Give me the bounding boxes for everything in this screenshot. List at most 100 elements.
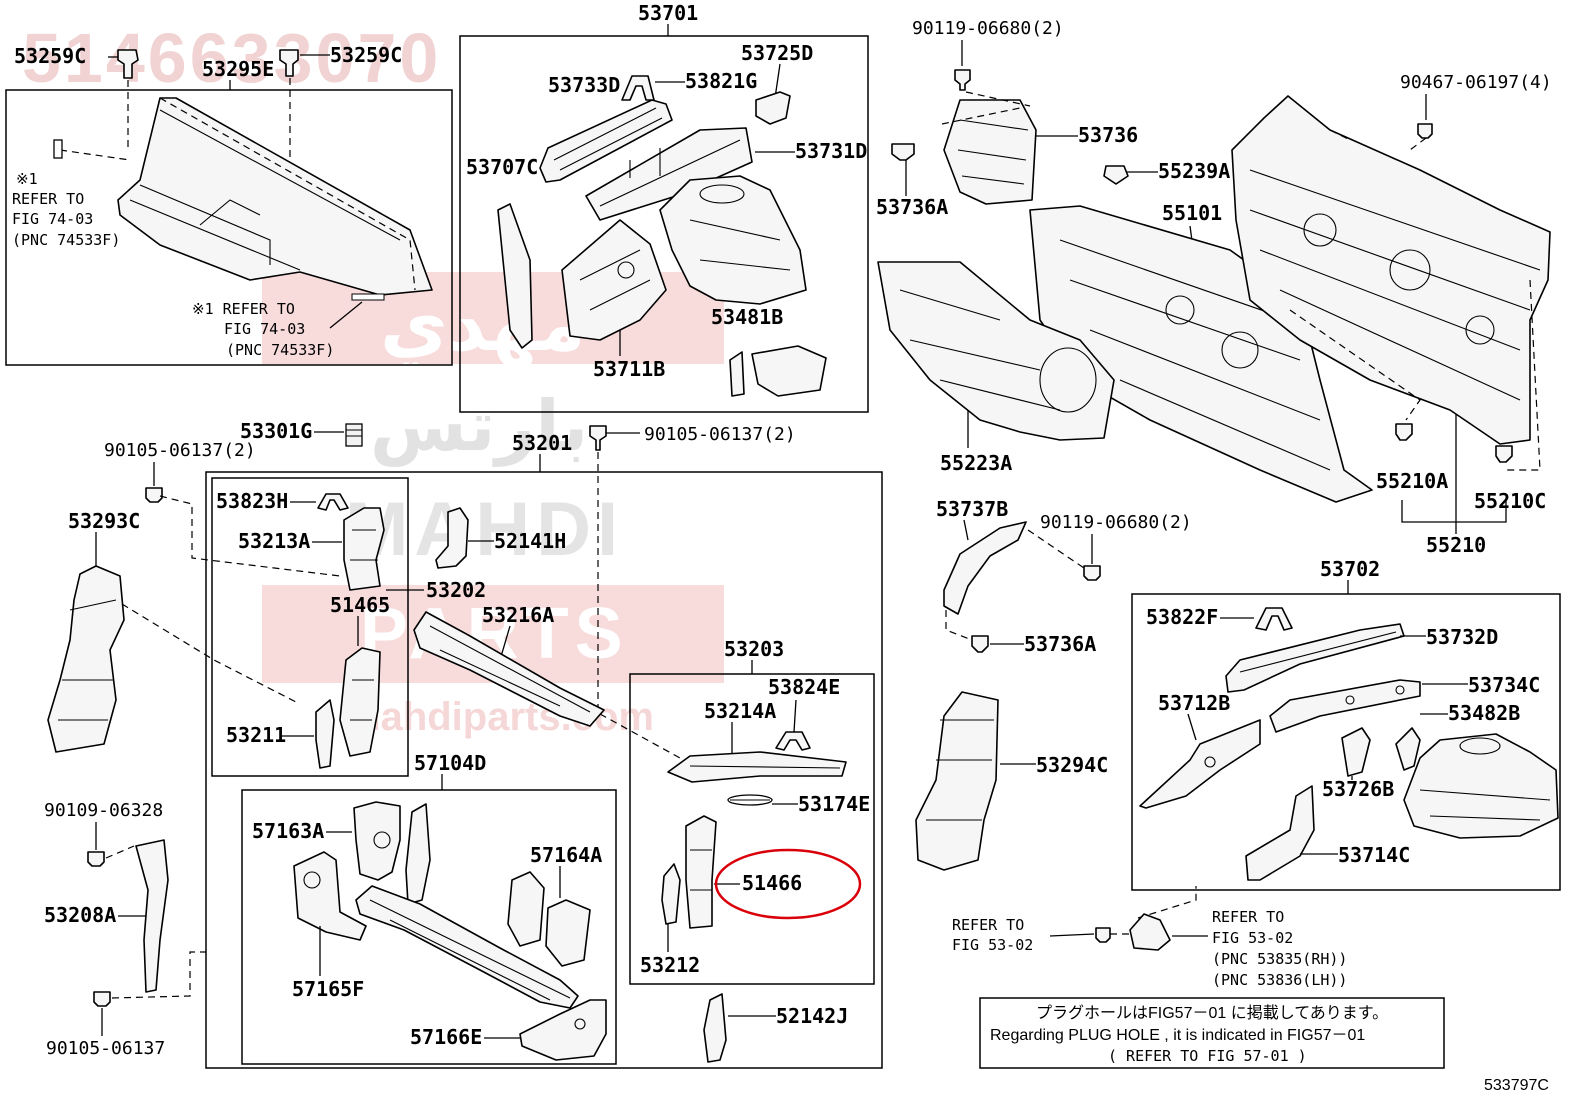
label-55210: 55210 bbox=[1426, 533, 1486, 557]
part-bracket-53212 bbox=[661, 863, 681, 925]
clip-53259c-left bbox=[117, 49, 139, 79]
part-bracket-53707c bbox=[497, 203, 533, 349]
part-bracket-53725d bbox=[755, 91, 791, 125]
group-box-57104d bbox=[241, 789, 617, 1065]
label-53293c: 53293C bbox=[68, 509, 140, 533]
label-55210c: 55210C bbox=[1474, 489, 1546, 513]
label-55223a: 55223A bbox=[940, 451, 1012, 475]
clip-55210c bbox=[1495, 445, 1513, 463]
bolt-90105-top bbox=[589, 425, 607, 451]
label-55101: 55101 bbox=[1162, 201, 1222, 225]
label-53482b: 53482B bbox=[1448, 701, 1520, 725]
bolt-90119-mid bbox=[1083, 565, 1101, 581]
label-53822f: 53822F bbox=[1146, 605, 1218, 629]
part-bracket-57166e bbox=[519, 999, 607, 1061]
ref4-line1: REFER TO bbox=[1212, 908, 1284, 926]
bracket-53823h bbox=[317, 493, 349, 511]
label-53823h: 53823H bbox=[216, 489, 288, 513]
label-53702: 53702 bbox=[1320, 557, 1380, 581]
label-53212: 53212 bbox=[640, 953, 700, 977]
watermark-brand-en1: MAHDI bbox=[345, 487, 624, 572]
part-insulator-55223a bbox=[877, 261, 1115, 441]
bracket-53482b bbox=[1395, 727, 1421, 771]
part-upper-rail-53733d bbox=[539, 99, 673, 183]
label-53732d: 53732D bbox=[1426, 625, 1498, 649]
label-53725d: 53725D bbox=[741, 41, 813, 65]
label-57104d: 57104D bbox=[414, 751, 486, 775]
note-line-ref: ( REFER TO FIG 57-01 ) bbox=[1108, 1047, 1307, 1065]
label-53736: 53736 bbox=[1078, 123, 1138, 147]
label-53707c: 53707C bbox=[466, 155, 538, 179]
bolt-53-02 bbox=[1095, 927, 1111, 943]
ref2-line1: ※1 REFER TO bbox=[192, 300, 295, 318]
bolt-90109 bbox=[87, 851, 105, 867]
part-bracket-53481b bbox=[729, 345, 827, 397]
watermark-site: mahdiparts.com bbox=[345, 695, 654, 739]
bracket-53822f bbox=[1255, 607, 1293, 631]
group-box-53701 bbox=[459, 35, 869, 413]
note-box bbox=[979, 997, 1445, 1069]
part-bracket-57165f bbox=[293, 851, 367, 941]
label-53726b: 53726B bbox=[1322, 777, 1394, 801]
label-53731d: 53731D bbox=[795, 139, 867, 163]
label-53734c: 53734C bbox=[1468, 673, 1540, 697]
clip-53259c-right bbox=[279, 49, 299, 77]
label-51466: 51466 bbox=[742, 871, 802, 895]
ref3-line2: FIG 53-02 bbox=[952, 936, 1033, 954]
label-57163a: 57163A bbox=[252, 819, 324, 843]
part-bracket-53835 bbox=[1129, 913, 1171, 951]
part-wheelhouse-53702 bbox=[1403, 733, 1559, 839]
label-53736a-top: 53736A bbox=[876, 195, 948, 219]
clip-55239a bbox=[1103, 165, 1129, 185]
label-53733d: 53733D bbox=[548, 73, 620, 97]
part-support-53213a bbox=[343, 507, 385, 591]
label-90119-top: 90119-06680(2) bbox=[912, 18, 1064, 39]
label-53712b: 53712B bbox=[1158, 691, 1230, 715]
ref1-line4: (PNC 74533F) bbox=[12, 231, 120, 249]
part-rail-53734c bbox=[1269, 679, 1421, 733]
part-bracket-52141h bbox=[435, 507, 469, 569]
part-bracket-57163a-2 bbox=[405, 803, 431, 905]
bumper-53301g bbox=[345, 423, 363, 447]
label-53295e: 53295E bbox=[202, 57, 274, 81]
label-90105-top: 90105-06137(2) bbox=[644, 424, 796, 445]
label-53736a-mid: 53736A bbox=[1024, 632, 1096, 656]
part-brace-51466 bbox=[685, 815, 717, 929]
group-box-53202 bbox=[211, 477, 409, 777]
label-90467: 90467-06197(4) bbox=[1400, 72, 1552, 93]
part-seal-53208a bbox=[135, 839, 169, 993]
label-53201: 53201 bbox=[512, 431, 572, 455]
ref2-line2: FIG 74-03 bbox=[224, 320, 305, 338]
label-52142j: 52142J bbox=[776, 1004, 848, 1028]
part-bracket-57163a bbox=[353, 801, 401, 881]
part-bracket-53821g bbox=[621, 75, 655, 101]
label-53711b: 53711B bbox=[593, 357, 665, 381]
label-53737b: 53737B bbox=[936, 497, 1008, 521]
label-53211: 53211 bbox=[226, 723, 286, 747]
part-brace-51465 bbox=[339, 647, 381, 757]
part-seal-53294c bbox=[915, 691, 999, 871]
label-53214a: 53214A bbox=[704, 699, 776, 723]
watermark-brand-ar: مهدي bbox=[380, 283, 585, 369]
label-53216a: 53216A bbox=[482, 603, 554, 627]
ref1-line2: REFER TO bbox=[12, 190, 84, 208]
part-apron-rail-53731d bbox=[585, 127, 753, 221]
label-53701: 53701 bbox=[638, 1, 698, 25]
part-shield-53737b bbox=[943, 521, 1027, 615]
ref1-line3: FIG 74-03 bbox=[12, 210, 93, 228]
bulb-icon bbox=[53, 139, 63, 159]
note-line-jp: プラグホールはFIG57－01 に掲載してあります。 bbox=[1036, 1004, 1388, 1022]
bracket-53726b bbox=[1341, 727, 1371, 777]
clip-53736a-mid bbox=[971, 635, 989, 653]
label-52141h: 52141H bbox=[494, 529, 566, 553]
ref4-line3: (PNC 53835(RH)) bbox=[1212, 950, 1347, 968]
label-90105-bottom: 90105-06137 bbox=[46, 1038, 165, 1059]
label-55210a: 55210A bbox=[1376, 469, 1448, 493]
note-line-en: Regarding PLUG HOLE , it is indicated in… bbox=[990, 1027, 1365, 1044]
part-apron-53711b bbox=[561, 219, 667, 341]
bolt-90105-bottom bbox=[93, 991, 111, 1007]
clip-55210a bbox=[1395, 423, 1413, 441]
group-box-53201 bbox=[205, 471, 883, 1069]
watermark-sub-ar: بارتس bbox=[370, 387, 588, 467]
group-box-53203 bbox=[629, 673, 875, 985]
